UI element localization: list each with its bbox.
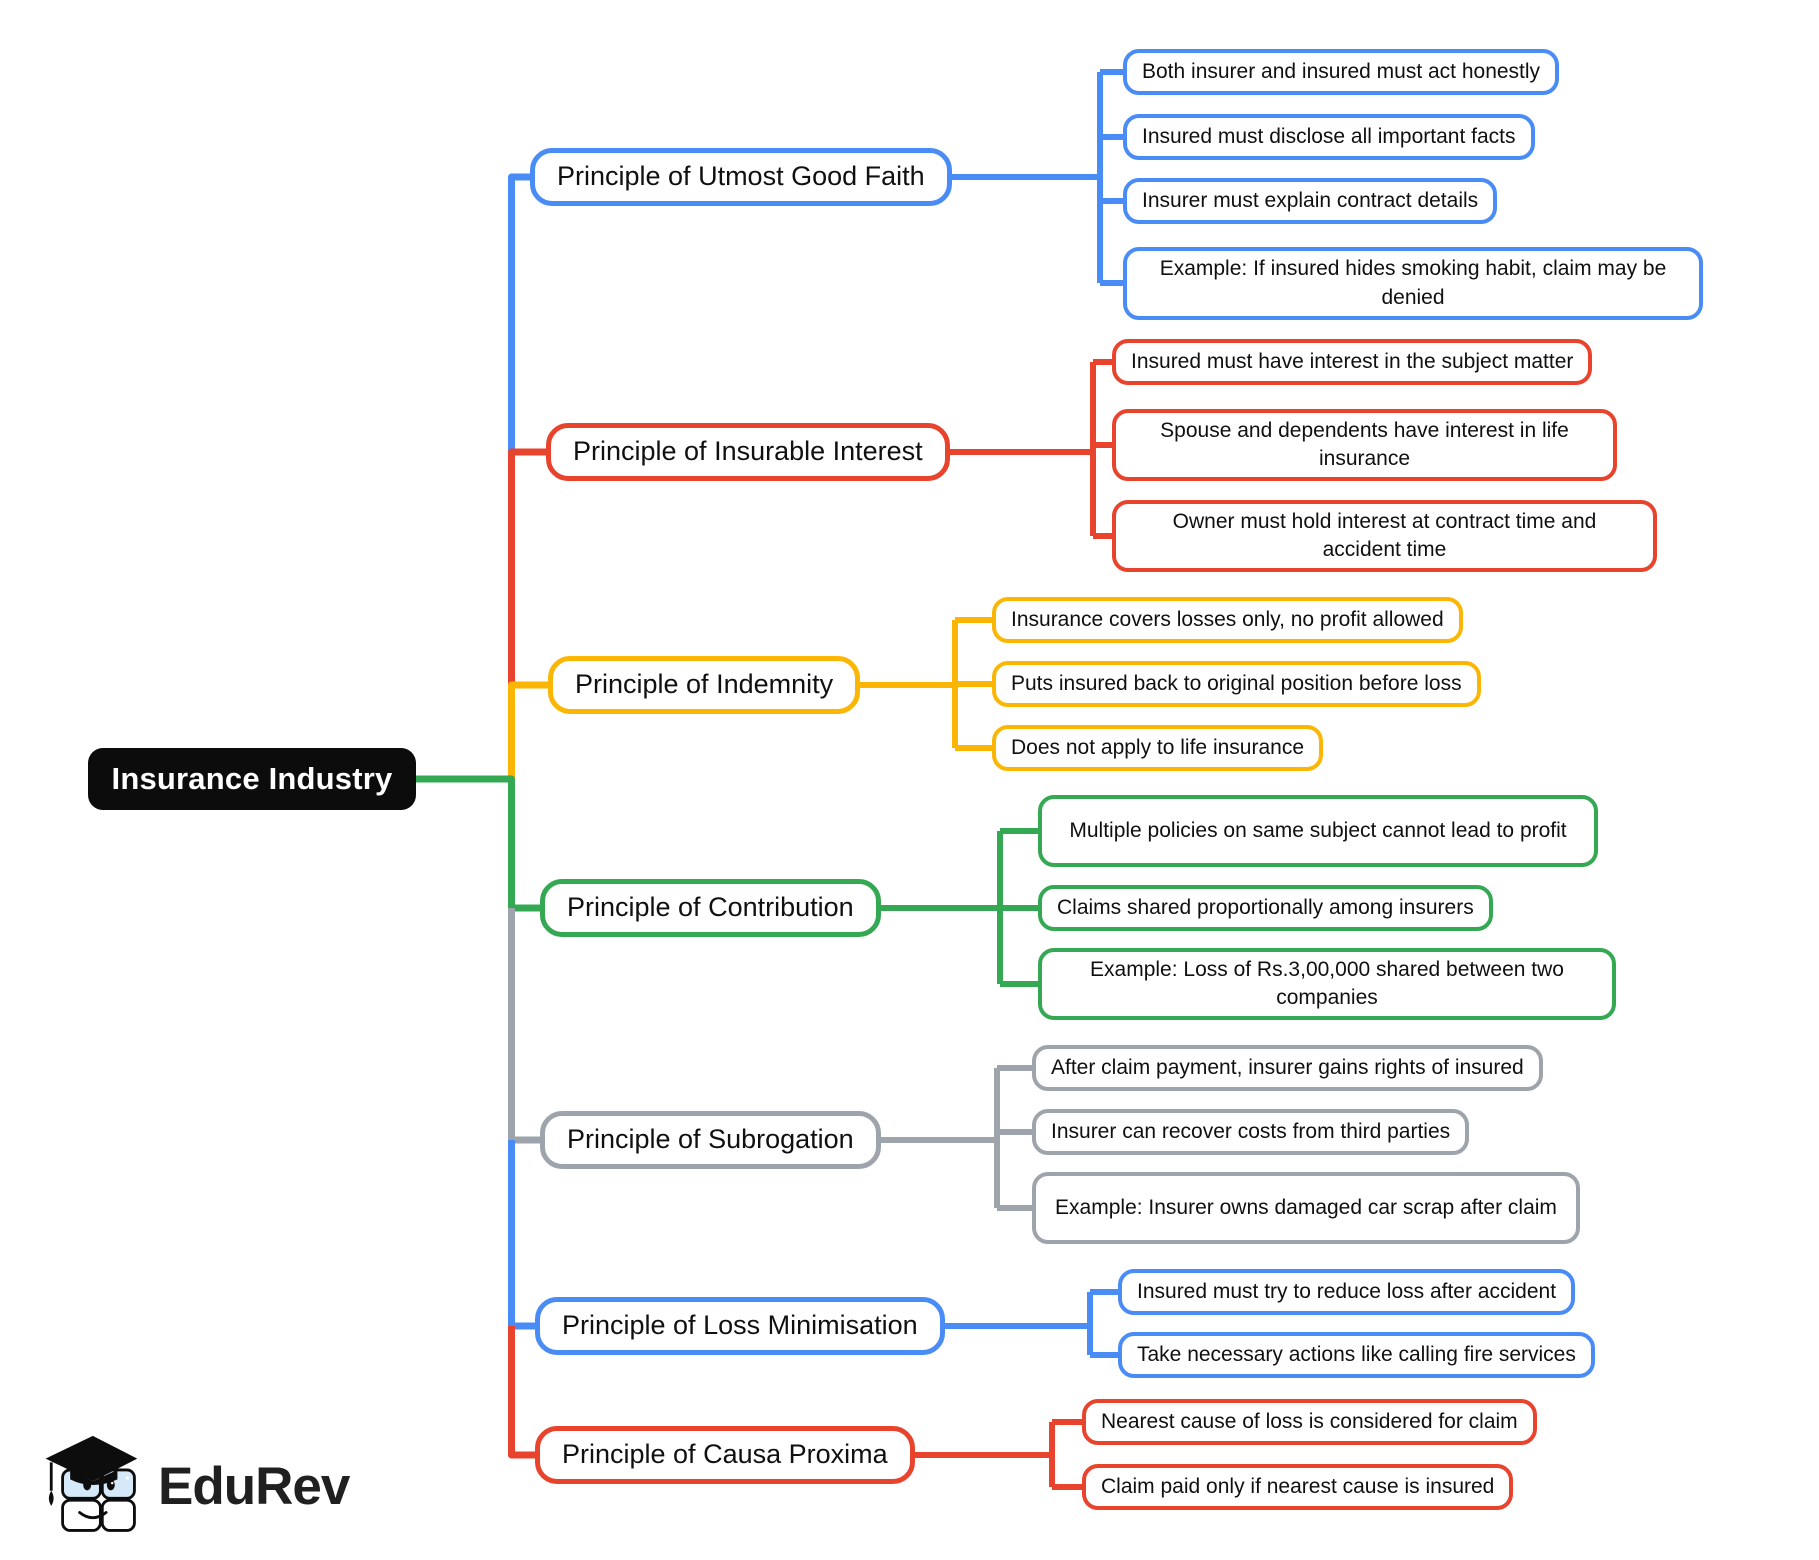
graduation-cap-mascot-icon bbox=[45, 1435, 138, 1532]
child-node: Example: If insured hides smoking habit,… bbox=[1123, 247, 1703, 320]
branch-utmost-good-faith: Principle of Utmost Good Faith bbox=[530, 148, 952, 206]
child-node: Insured must have interest in the subjec… bbox=[1112, 339, 1593, 385]
child-node: After claim payment, insurer gains right… bbox=[1032, 1045, 1543, 1091]
branch-causa-proxima: Principle of Causa Proxima bbox=[535, 1426, 915, 1484]
child-node: Does not apply to life insurance bbox=[992, 725, 1324, 771]
child-node: Insurer must explain contract details bbox=[1123, 178, 1498, 224]
child-node: Insured must disclose all important fact… bbox=[1123, 114, 1535, 160]
child-node: Both insurer and insured must act honest… bbox=[1123, 49, 1560, 95]
edurev-logo-text: EduRev bbox=[158, 1456, 350, 1516]
branch-insurable-interest: Principle of Insurable Interest bbox=[546, 423, 950, 481]
root-node: Insurance Industry bbox=[88, 748, 416, 810]
branch-loss-minimisation: Principle of Loss Minimisation bbox=[535, 1297, 945, 1355]
branch-indemnity: Principle of Indemnity bbox=[548, 656, 861, 714]
child-node: Take necessary actions like calling fire… bbox=[1118, 1332, 1595, 1378]
branch-subrogation: Principle of Subrogation bbox=[540, 1111, 881, 1169]
child-node: Owner must hold interest at contract tim… bbox=[1112, 500, 1657, 572]
child-node: Insurer can recover costs from third par… bbox=[1032, 1109, 1470, 1155]
child-node: Example: Loss of Rs.3,00,000 shared betw… bbox=[1038, 948, 1616, 1020]
child-node: Spouse and dependents have interest in l… bbox=[1112, 409, 1617, 481]
child-node: Puts insured back to original position b… bbox=[992, 661, 1481, 707]
child-node: Nearest cause of loss is considered for … bbox=[1082, 1399, 1537, 1445]
child-node: Insured must try to reduce loss after ac… bbox=[1118, 1269, 1576, 1315]
child-node: Insurance covers losses only, no profit … bbox=[992, 597, 1463, 643]
child-node: Example: Insurer owns damaged car scrap … bbox=[1032, 1172, 1580, 1244]
edurev-logo: EduRev bbox=[38, 1424, 350, 1548]
child-node: Claim paid only if nearest cause is insu… bbox=[1082, 1464, 1514, 1510]
child-node: Claims shared proportionally among insur… bbox=[1038, 885, 1493, 931]
child-node: Multiple policies on same subject cannot… bbox=[1038, 795, 1598, 867]
branch-contribution: Principle of Contribution bbox=[540, 879, 881, 937]
